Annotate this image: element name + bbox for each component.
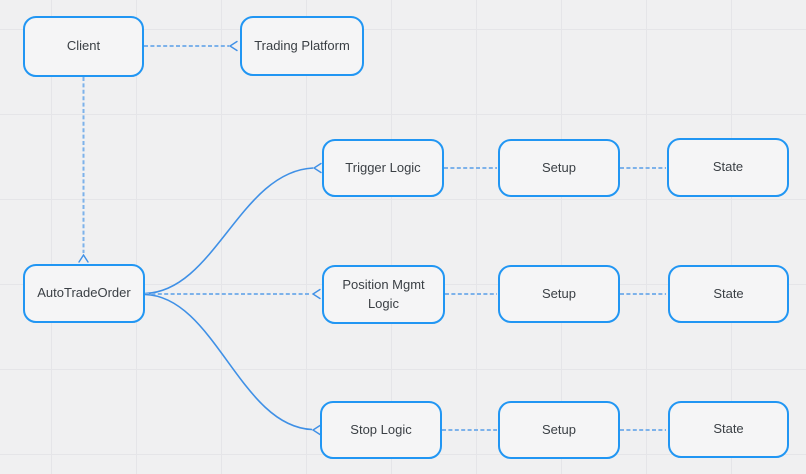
arrowhead-trading-platform-icon	[228, 40, 238, 52]
arrowhead-position-mgmt-icon	[311, 288, 321, 300]
node-state-row2[interactable]: State	[668, 265, 789, 323]
node-setup-row2-label: Setup	[542, 285, 576, 301]
node-setup-row1-label: Setup	[542, 159, 576, 175]
node-trading-platform-label: Trading Platform	[254, 37, 350, 53]
arrowhead-autotradeorder-icon	[78, 253, 89, 263]
node-stop-logic-label: Stop Logic	[350, 421, 412, 437]
edge-autotradeorder-stop-logic	[144, 293, 313, 431]
node-setup-row3-label: Setup	[542, 421, 576, 437]
node-state-row1[interactable]: State	[667, 138, 789, 197]
node-state-row2-label: State	[713, 285, 744, 301]
edge-autotradeorder-trigger-logic	[144, 167, 314, 295]
node-setup-row3[interactable]: Setup	[498, 401, 620, 459]
arrowhead-stop-logic-icon	[311, 424, 321, 436]
arrowhead-trigger-logic-icon	[312, 162, 322, 174]
node-trigger-logic[interactable]: Trigger Logic	[322, 139, 444, 197]
node-autotradeorder-label: AutoTradeOrder	[37, 285, 131, 301]
node-autotradeorder[interactable]: AutoTradeOrder	[23, 264, 145, 323]
node-state-row3-label: State	[713, 421, 744, 437]
node-trigger-logic-label: Trigger Logic	[345, 159, 421, 175]
node-client[interactable]: Client	[23, 16, 144, 77]
node-state-row1-label: State	[712, 159, 744, 175]
node-stop-logic[interactable]: Stop Logic	[320, 401, 442, 459]
node-trading-platform[interactable]: Trading Platform	[240, 16, 364, 76]
node-setup-row2[interactable]: Setup	[498, 265, 620, 323]
node-state-row3[interactable]: State	[668, 401, 789, 458]
node-setup-row1[interactable]: Setup	[498, 139, 620, 197]
node-position-mgmt-logic-label: Position Mgmt Logic	[342, 276, 425, 311]
node-position-mgmt-logic[interactable]: Position Mgmt Logic	[322, 265, 445, 324]
node-client-label: Client	[66, 38, 101, 54]
